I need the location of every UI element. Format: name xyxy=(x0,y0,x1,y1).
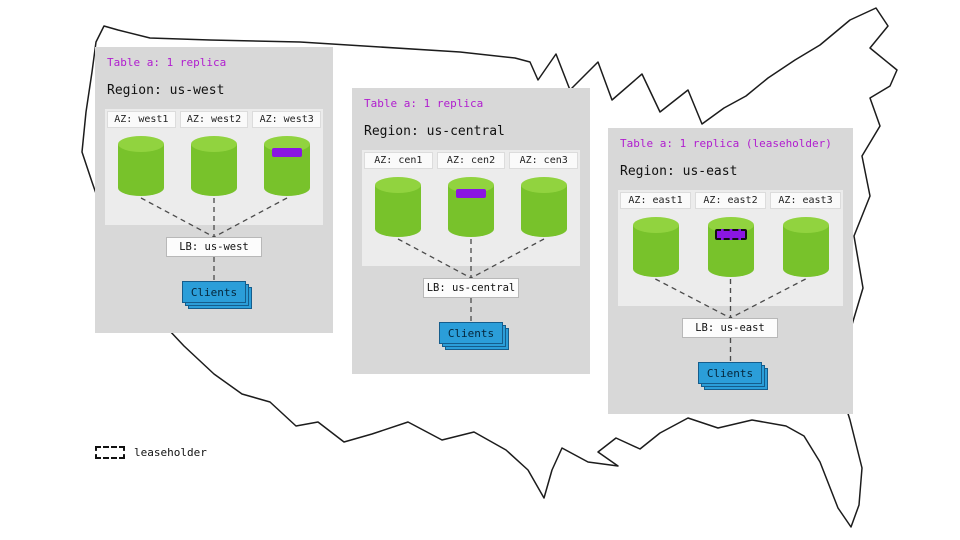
az-container: AZ: east1 AZ: east2 AZ: east3 xyxy=(618,190,843,306)
load-balancer: LB: us-west xyxy=(166,237,262,257)
az-zone: AZ: west3 xyxy=(252,111,322,223)
az-label: AZ: cen2 xyxy=(436,152,506,169)
replica-cylinder xyxy=(632,217,679,277)
replica-cylinder xyxy=(782,217,829,277)
replica-cylinder xyxy=(191,136,237,196)
legend: leaseholder xyxy=(95,446,207,459)
replica-cylinder xyxy=(118,136,165,196)
table-replica-label: Table a: 1 replica xyxy=(364,97,484,110)
replica-cylinder xyxy=(263,136,310,196)
az-label: AZ: east2 xyxy=(695,192,766,209)
range-marker xyxy=(271,148,302,157)
az-container: AZ: cen1 AZ: cen2 AZ: cen3 xyxy=(362,150,580,266)
az-zone: AZ: cen3 xyxy=(509,152,579,264)
region-heading: Region: us-central xyxy=(364,124,505,139)
replica-cylinder xyxy=(375,177,422,237)
range-marker xyxy=(456,189,486,198)
clients-box: Clients xyxy=(182,281,246,303)
region-panel-us-east: Table a: 1 replica (leaseholder) Region:… xyxy=(608,128,853,414)
az-zone: AZ: east1 xyxy=(620,192,691,304)
az-label: AZ: cen1 xyxy=(364,152,433,169)
az-label: AZ: west3 xyxy=(252,111,322,128)
region-panel-us-west: Table a: 1 replica Region: us-west AZ: w… xyxy=(95,47,333,333)
az-label: AZ: east3 xyxy=(770,192,841,209)
az-label: AZ: east1 xyxy=(620,192,691,209)
region-heading: Region: us-east xyxy=(620,164,738,179)
az-zone: AZ: east2 xyxy=(695,192,766,304)
replica-cylinder xyxy=(707,217,754,277)
az-label: AZ: west1 xyxy=(107,111,176,128)
legend-label: leaseholder xyxy=(134,446,207,459)
replica-cylinder xyxy=(448,177,494,237)
az-zone: AZ: cen1 xyxy=(364,152,433,264)
leaseholder-swatch-icon xyxy=(95,446,125,459)
az-zone: AZ: east3 xyxy=(770,192,841,304)
table-replica-label: Table a: 1 replica xyxy=(107,56,227,69)
az-zone: AZ: west1 xyxy=(107,111,176,223)
load-balancer: LB: us-central xyxy=(423,278,519,298)
az-label: AZ: cen3 xyxy=(509,152,579,169)
region-heading: Region: us-west xyxy=(107,83,225,98)
leaseholder-marker xyxy=(714,229,747,240)
region-panel-us-central: Table a: 1 replica Region: us-central AZ… xyxy=(352,88,590,374)
clients-box: Clients xyxy=(439,322,503,344)
az-label: AZ: west2 xyxy=(179,111,249,128)
az-zone: AZ: west2 xyxy=(179,111,249,223)
az-container: AZ: west1 AZ: west2 AZ: west3 xyxy=(105,109,323,225)
table-replica-label: Table a: 1 replica (leaseholder) xyxy=(620,137,832,150)
load-balancer: LB: us-east xyxy=(682,318,778,338)
replica-cylinder xyxy=(520,177,567,237)
clients-box: Clients xyxy=(698,362,762,384)
az-zone: AZ: cen2 xyxy=(436,152,506,264)
